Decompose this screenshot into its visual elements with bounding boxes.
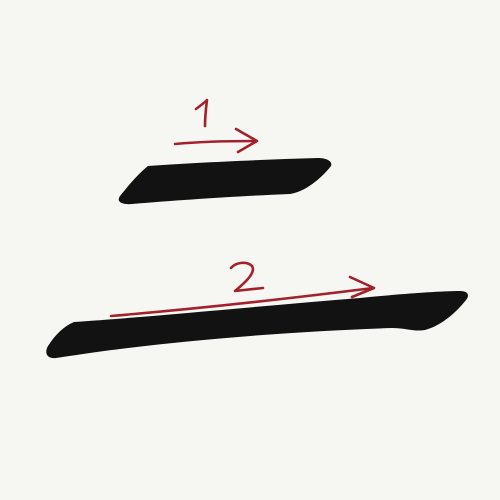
stroke-2-arrow — [109, 286, 375, 318]
stroke-2-number-glyph — [229, 261, 265, 293]
stroke-1-arrow — [173, 139, 258, 146]
stroke-1-number-glyph — [194, 98, 209, 128]
stroke-1-arrowhead — [234, 127, 259, 154]
stroke-2-ink — [46, 291, 468, 359]
stroke-2-arrowhead — [348, 275, 376, 299]
stroke-1-ink — [118, 158, 332, 205]
